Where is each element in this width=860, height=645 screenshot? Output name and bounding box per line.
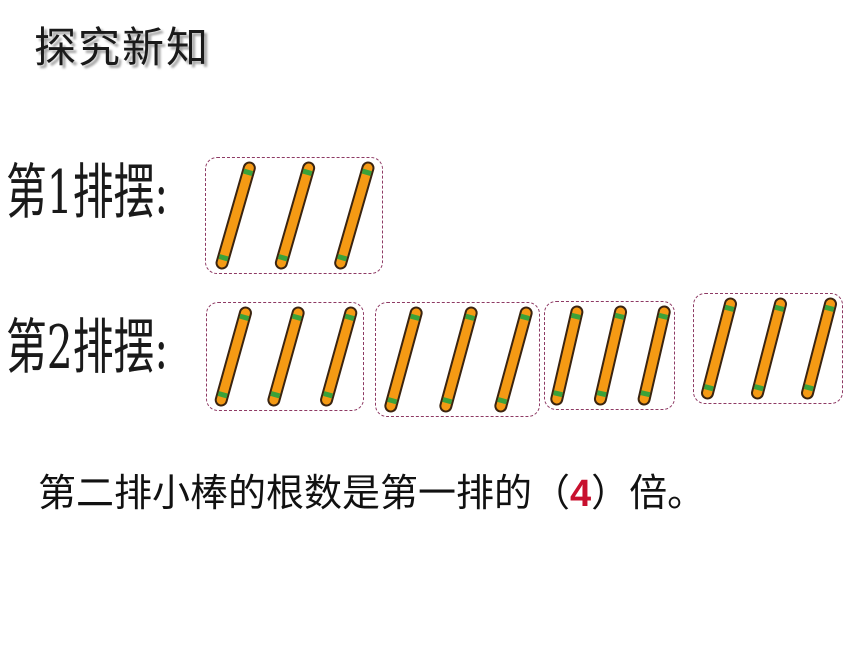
stick bbox=[550, 305, 584, 406]
stick bbox=[267, 306, 305, 407]
sticks bbox=[550, 305, 671, 406]
row-1-stick-group bbox=[205, 157, 383, 274]
row-2-stick-group-1 bbox=[206, 302, 364, 411]
stick bbox=[637, 305, 671, 406]
sentence-before: 第二排小棒的根数是第一排的（ bbox=[38, 471, 571, 515]
stick bbox=[384, 306, 423, 413]
sticks bbox=[701, 297, 837, 400]
answer-value: 4 bbox=[570, 473, 592, 515]
stick bbox=[334, 161, 375, 270]
row-2-stick-group-4 bbox=[693, 293, 843, 404]
stick bbox=[320, 306, 358, 407]
stick bbox=[214, 306, 252, 407]
row-2-stick-group-2 bbox=[375, 302, 540, 417]
stick bbox=[494, 306, 533, 413]
page-title: 探究新知 bbox=[34, 23, 211, 72]
row-1-label: 第1排摆: bbox=[6, 158, 169, 228]
sticks bbox=[214, 306, 358, 407]
row-2-label: 第2排摆: bbox=[6, 313, 169, 383]
stick bbox=[215, 161, 256, 270]
sticks bbox=[384, 306, 533, 413]
stick bbox=[751, 297, 787, 400]
stick bbox=[439, 306, 478, 413]
stick bbox=[274, 161, 316, 270]
sticks bbox=[215, 161, 375, 270]
row-2-stick-group-3 bbox=[544, 301, 675, 410]
question-sentence: 第二排小棒的根数是第一排的（4）倍。 bbox=[38, 462, 705, 517]
sentence-after: ）倍。 bbox=[591, 471, 706, 515]
stick bbox=[801, 297, 837, 400]
stick bbox=[701, 297, 737, 400]
stick bbox=[593, 305, 628, 406]
